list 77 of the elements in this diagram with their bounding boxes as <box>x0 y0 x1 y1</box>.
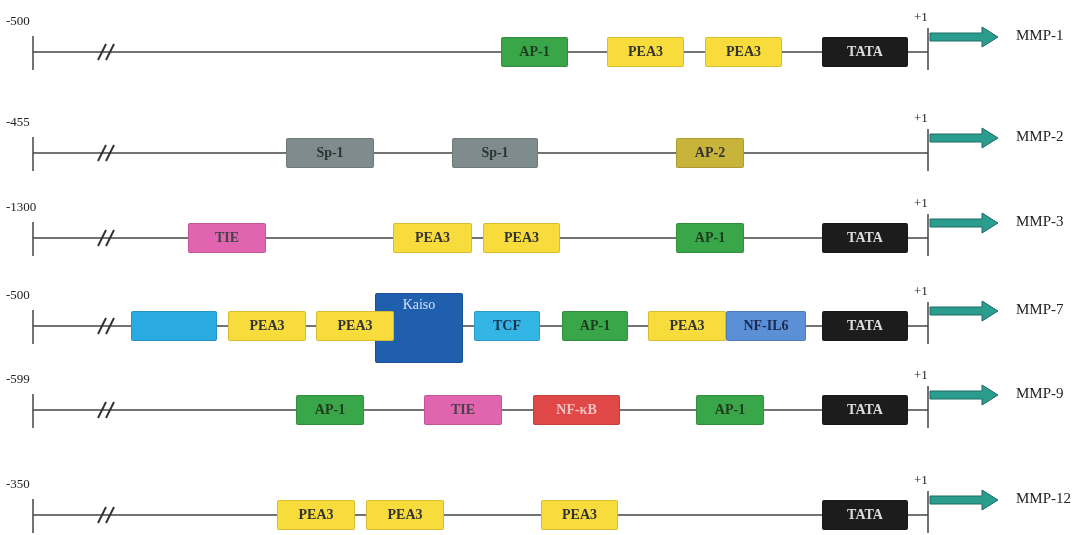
gene-label: MMP-3 <box>1016 214 1064 229</box>
factor-label: Sp-1 <box>481 146 509 160</box>
factor-label: AP-1 <box>579 319 611 333</box>
binding-site-box <box>822 395 908 425</box>
gene-label: MMP-7 <box>1016 302 1064 317</box>
factor-label: AP-1 <box>314 403 346 417</box>
start-site-label: +1 <box>914 284 928 297</box>
binding-site-box <box>296 395 364 425</box>
binding-site-box <box>188 223 266 253</box>
factor-label: TIE <box>450 403 476 417</box>
factor-label: Kaiso <box>402 298 436 312</box>
gene-label: MMP-9 <box>1016 386 1064 401</box>
factor-label: PEA3 <box>415 231 450 245</box>
gene-label: MMP-12 <box>1016 491 1071 506</box>
binding-site-box <box>676 138 744 168</box>
gene-label: MMP-1 <box>1016 28 1064 43</box>
factor-label: AP-2 <box>694 146 726 160</box>
binding-site-box <box>822 500 908 530</box>
binding-site-box <box>726 311 806 341</box>
position-label: -599 <box>6 372 30 385</box>
factor-label: PEA3 <box>337 319 373 333</box>
binding-site-box <box>366 500 444 530</box>
position-label: -500 <box>6 14 30 27</box>
start-site-label: +1 <box>914 196 928 209</box>
factor-label: TCF <box>493 319 521 333</box>
binding-site-box <box>705 37 782 67</box>
binding-site-box <box>375 293 463 363</box>
factor-label: TATA <box>847 231 883 245</box>
binding-site-box <box>131 311 217 341</box>
binding-site-box <box>696 395 764 425</box>
binding-site-box <box>822 223 908 253</box>
binding-site-box <box>424 395 502 425</box>
position-label: -500 <box>6 288 30 301</box>
factor-label: PEA3 <box>669 319 705 333</box>
binding-site-box <box>822 37 908 67</box>
position-label: -1300 <box>6 200 37 213</box>
binding-site-box <box>533 395 620 425</box>
factor-label: TATA <box>847 508 883 522</box>
factor-label: AP-1 <box>714 403 746 417</box>
binding-site-box <box>393 223 472 253</box>
binding-site-box <box>228 311 306 341</box>
binding-site-box <box>562 311 628 341</box>
factor-label: TATA <box>847 403 883 417</box>
factor-label: PEA3 <box>628 45 663 59</box>
binding-site-box <box>822 311 908 341</box>
binding-site-box <box>607 37 684 67</box>
binding-site-box <box>474 311 540 341</box>
factor-label: Sp-1 <box>316 146 344 160</box>
factor-label: NF-κB <box>556 403 597 417</box>
factor-label: TATA <box>847 45 883 59</box>
factor-label: AP-1 <box>519 45 550 59</box>
binding-site-box <box>316 311 394 341</box>
factor-label: PEA3 <box>387 508 423 522</box>
binding-site-box <box>648 311 726 341</box>
factor-label: NF-IL6 <box>743 319 789 333</box>
binding-site-box <box>501 37 568 67</box>
start-site-label: +1 <box>914 368 928 381</box>
factor-label: PEA3 <box>249 319 285 333</box>
binding-site-box <box>676 223 744 253</box>
gene-label: MMP-2 <box>1016 129 1064 144</box>
start-site-label: +1 <box>914 473 928 486</box>
position-label: -350 <box>6 477 30 490</box>
factor-label: TATA <box>847 319 883 333</box>
binding-site-box <box>541 500 618 530</box>
binding-site-box <box>277 500 355 530</box>
factor-label: PEA3 <box>504 231 539 245</box>
factor-label: PEA3 <box>562 508 597 522</box>
binding-site-box <box>452 138 538 168</box>
start-site-label: +1 <box>914 111 928 124</box>
factor-label: AP-1 <box>694 231 726 245</box>
binding-site-box <box>286 138 374 168</box>
factor-label: TIE <box>214 231 240 245</box>
binding-site-box <box>483 223 560 253</box>
position-label: -455 <box>6 115 30 128</box>
start-site-label: +1 <box>914 10 928 23</box>
factor-label: PEA3 <box>726 45 761 59</box>
factor-label: PEA3 <box>298 508 334 522</box>
